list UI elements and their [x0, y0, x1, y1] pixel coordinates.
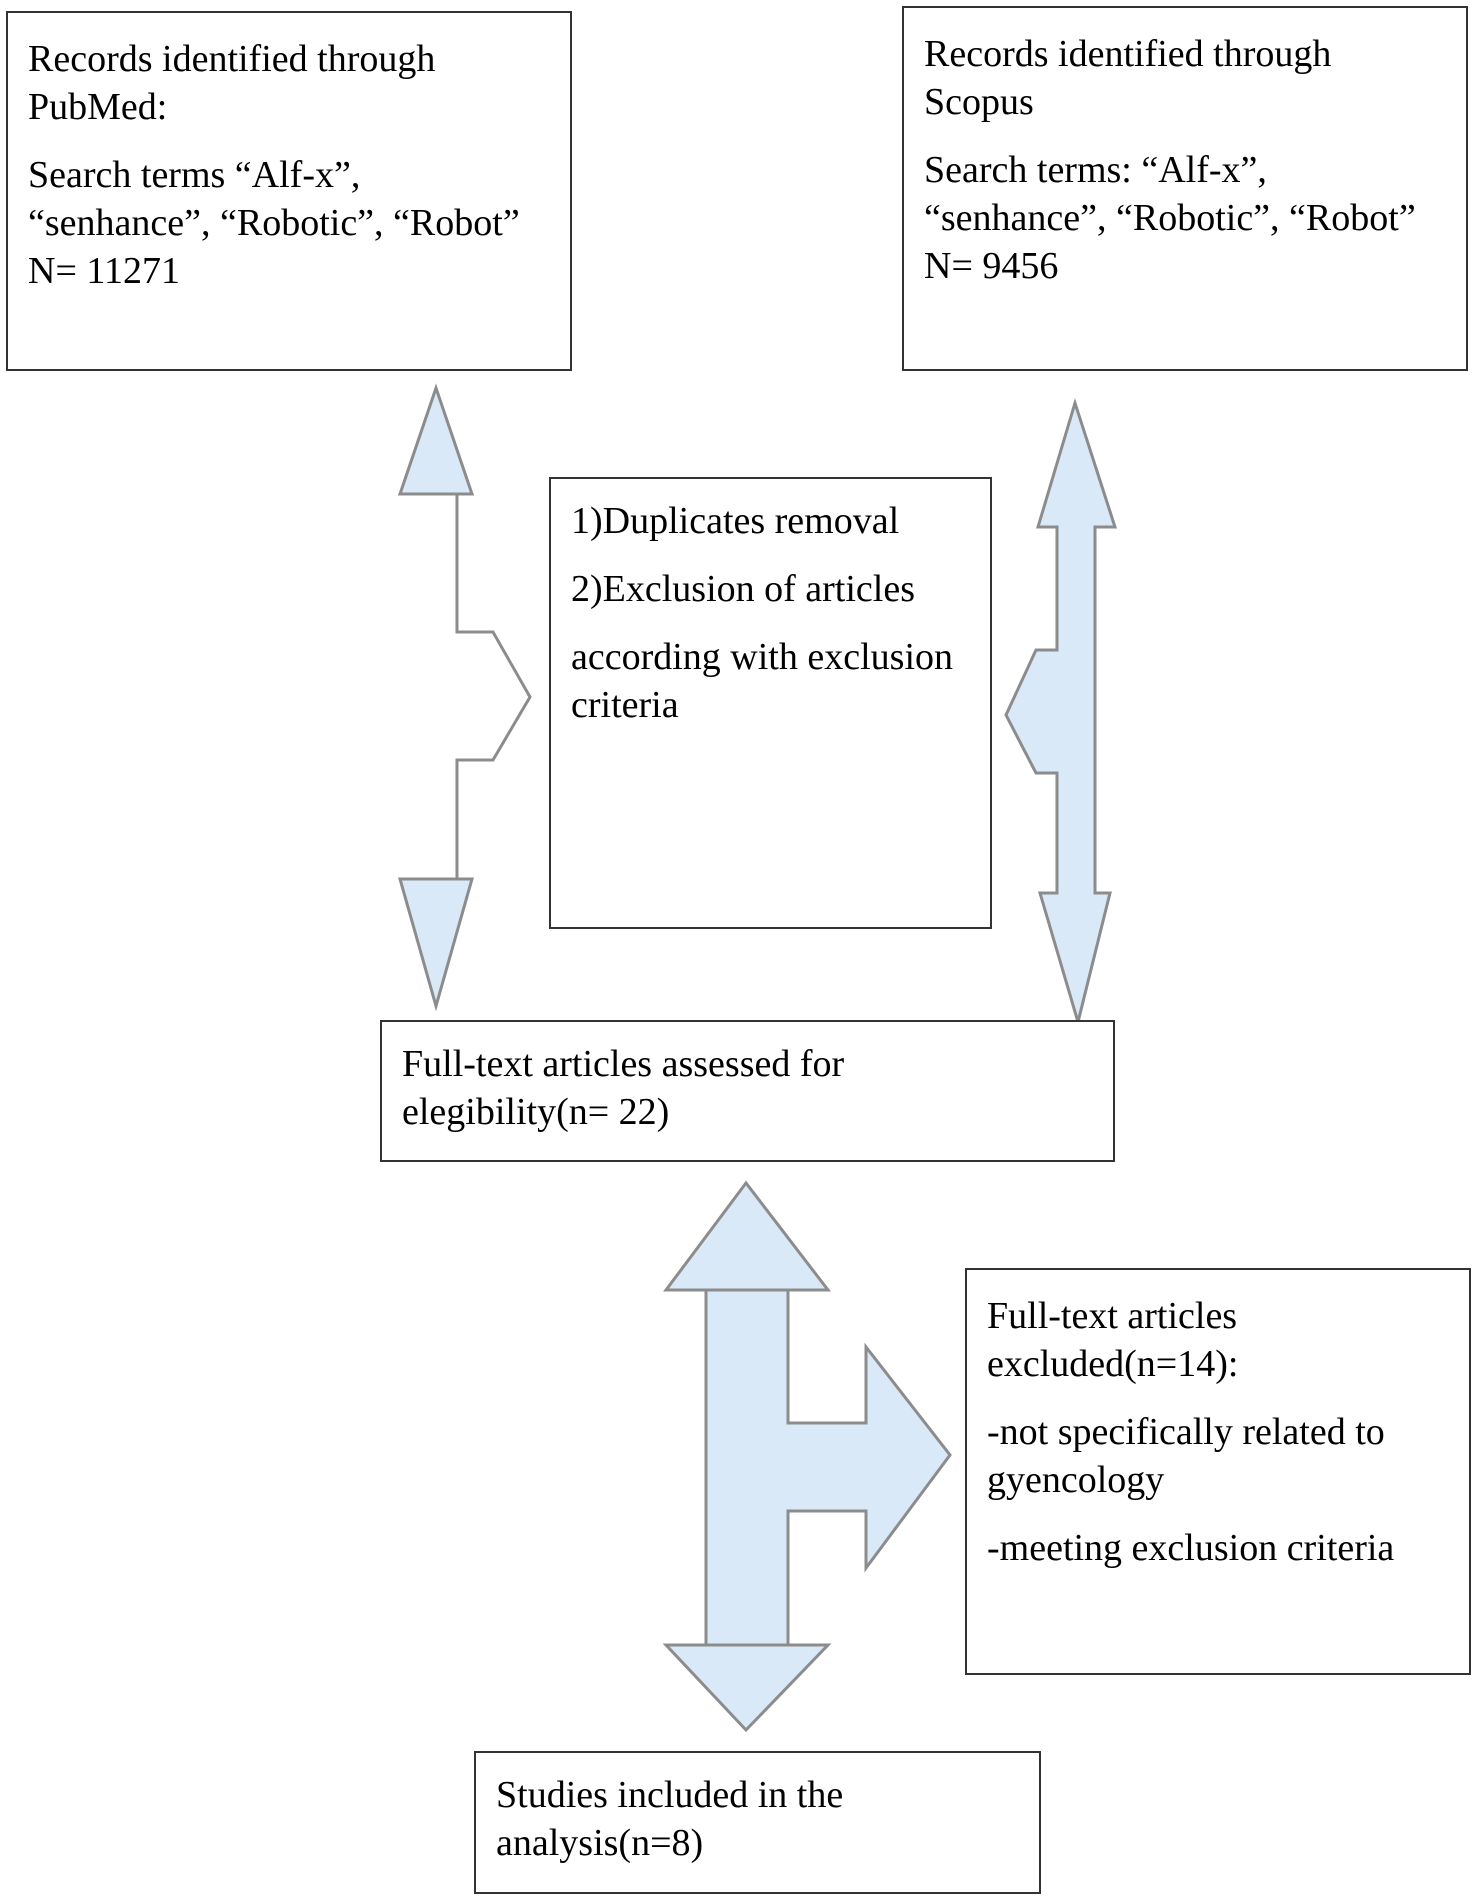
screening-box: 1)Duplicates removal 2)Exclusion of arti… — [549, 477, 992, 929]
fulltext-excluded-box: Full-text articles excluded(n=14): -not … — [965, 1268, 1471, 1675]
pubmed-records-title: Records identified through PubMed: — [28, 38, 436, 128]
screening-step-duplicates: 1)Duplicates removal — [571, 500, 900, 542]
bottom-up-down-right-arrow — [662, 1180, 952, 1733]
fulltext-assessed-text: Full-text articles assessed for elegibil… — [402, 1043, 845, 1133]
scopus-search-terms: Search terms: “Alf-x”, “senhance”, “Robo… — [924, 149, 1416, 287]
studies-included-box: Studies included in the analysis(n=8) — [474, 1751, 1041, 1894]
scopus-records-box: Records identified through Scopus Search… — [902, 6, 1468, 371]
studies-included-text: Studies included in the analysis(n=8) — [496, 1774, 844, 1864]
exclusion-reason-gynecology: -not specifically related to gyencology — [987, 1411, 1385, 1501]
scopus-records-title: Records identified through Scopus — [924, 33, 1332, 123]
screening-step-exclusion-criteria: according with exclusion criteria — [571, 636, 954, 726]
screening-step-exclusion: 2)Exclusion of articles — [571, 568, 916, 610]
fulltext-assessed-box: Full-text articles assessed for elegibil… — [380, 1020, 1115, 1162]
fulltext-excluded-title: Full-text articles excluded(n=14): — [987, 1295, 1239, 1385]
left-up-down-right-arrow — [397, 383, 532, 1012]
pubmed-records-box: Records identified through PubMed: Searc… — [6, 11, 572, 371]
right-up-down-left-arrow — [1004, 397, 1118, 1028]
pubmed-search-terms: Search terms “Alf-x”, “senhance”, “Robot… — [28, 154, 520, 292]
exclusion-reason-criteria: -meeting exclusion criteria — [987, 1527, 1395, 1569]
